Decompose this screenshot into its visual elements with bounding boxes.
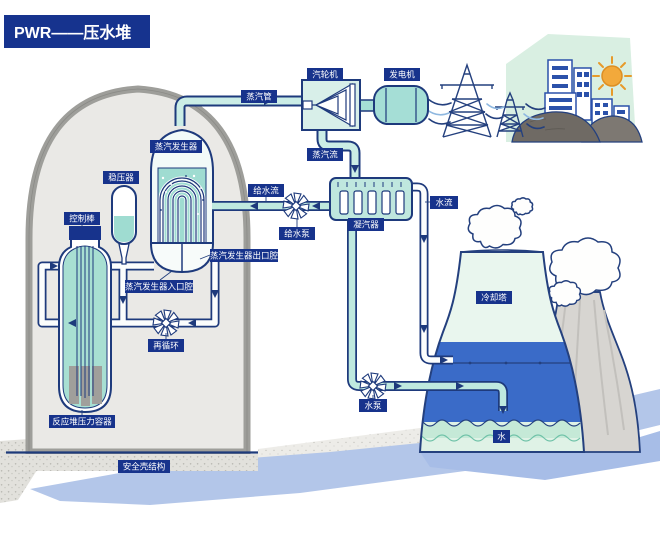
- page-title: PWR——压水堆: [14, 23, 131, 42]
- blue-ribbon: [30, 389, 660, 505]
- label-steam-pipe: 蒸汽管: [241, 90, 277, 103]
- label-condenser: 凝汽器: [348, 218, 384, 231]
- label-feedwater-pump: 给水泵: [279, 227, 315, 240]
- label-water: 水: [493, 430, 510, 443]
- label-reactor-pressure-vessel-text: 反应堆压力容器: [52, 417, 112, 427]
- pressurizer-vessel: [111, 185, 137, 265]
- label-turbine-text: 汽轮机: [312, 70, 338, 80]
- steam-generator: [149, 128, 215, 274]
- labels-layer: 蒸汽管 汽轮机 发电机 蒸汽发生器 蒸汽流 稳压器 控制棒 蒸汽发生器出口腔: [49, 68, 512, 473]
- label-cooling-tower: 冷却塔: [476, 291, 512, 304]
- reactor-pressure-vessel: [58, 226, 112, 414]
- secondary-pipes: [174, 95, 508, 411]
- leader-lines: [81, 197, 430, 415]
- label-cooling-tower-text: 冷却塔: [481, 293, 507, 303]
- electricity-waves: [425, 98, 546, 130]
- control-rod-drive: [69, 226, 101, 240]
- label-steam-generator: 蒸汽发生器: [150, 140, 202, 153]
- label-generator-text: 发电机: [389, 70, 415, 80]
- label-water-flow-text: 水流: [435, 198, 453, 208]
- sun-icon: [592, 56, 632, 96]
- label-feedwater-flow-text: 给水流: [253, 186, 279, 196]
- title-banner: PWR——压水堆: [4, 15, 150, 48]
- label-containment-structure-text: 安全壳结构: [123, 462, 166, 472]
- power-transmission: [425, 62, 546, 138]
- generator: [373, 85, 429, 125]
- pylon-small-icon: [495, 91, 525, 138]
- label-generator: 发电机: [384, 68, 420, 81]
- label-containment-structure: 安全壳结构: [118, 460, 170, 473]
- recirculation-pump-icon: [152, 309, 180, 337]
- label-feedwater-flow: 给水流: [248, 184, 284, 197]
- turbine: [301, 79, 361, 131]
- label-pressurizer-text: 稳压器: [108, 173, 134, 183]
- label-steam-generator-text: 蒸汽发生器: [155, 142, 198, 152]
- sg-dots: [160, 175, 204, 211]
- label-steam-flow: 蒸汽流: [307, 148, 343, 161]
- water-band: [420, 420, 580, 438]
- label-recirculation-text: 再循环: [153, 341, 179, 351]
- city-scene: [506, 34, 643, 143]
- tower-shadow: [420, 431, 660, 480]
- label-recirculation: 再循环: [148, 339, 184, 352]
- label-water-flow: 水流: [430, 196, 458, 209]
- label-sg-inlet-chamber: 蒸汽发生器入口腔: [125, 280, 194, 293]
- pylon-large-icon: [440, 62, 494, 138]
- label-water-text: 水: [497, 432, 506, 442]
- label-steam-pipe-text: 蒸汽管: [246, 92, 272, 102]
- sg-u-tubes: [158, 176, 206, 244]
- label-water-pump-text: 水泵: [364, 401, 382, 411]
- label-sg-inlet-chamber-text: 蒸汽发生器入口腔: [125, 282, 194, 292]
- steam-cloud-large-tower: [467, 197, 534, 249]
- label-reactor-pressure-vessel: 反应堆压力容器: [49, 415, 115, 428]
- condenser: [329, 177, 413, 221]
- feedwater-pump-icon: [282, 192, 310, 220]
- pressurizer-liquid: [114, 216, 134, 242]
- label-steam-flow-text: 蒸汽流: [312, 150, 338, 160]
- label-feedwater-pump-text: 给水泵: [284, 229, 310, 239]
- label-sg-outlet-chamber-text: 蒸汽发生器出口腔: [210, 251, 279, 261]
- label-pressurizer: 稳压器: [103, 171, 139, 184]
- label-control-rods-text: 控制棒: [69, 214, 95, 224]
- condenser-tubes: [339, 190, 405, 215]
- control-rod-lines: [76, 246, 94, 398]
- label-turbine: 汽轮机: [307, 68, 343, 81]
- sg-bubbles: [161, 174, 202, 215]
- label-water-pump: 水泵: [359, 399, 387, 412]
- label-control-rods: 控制棒: [64, 212, 100, 225]
- label-sg-outlet-chamber: 蒸汽发生器出口腔: [210, 249, 279, 262]
- label-condenser-text: 凝汽器: [353, 220, 379, 230]
